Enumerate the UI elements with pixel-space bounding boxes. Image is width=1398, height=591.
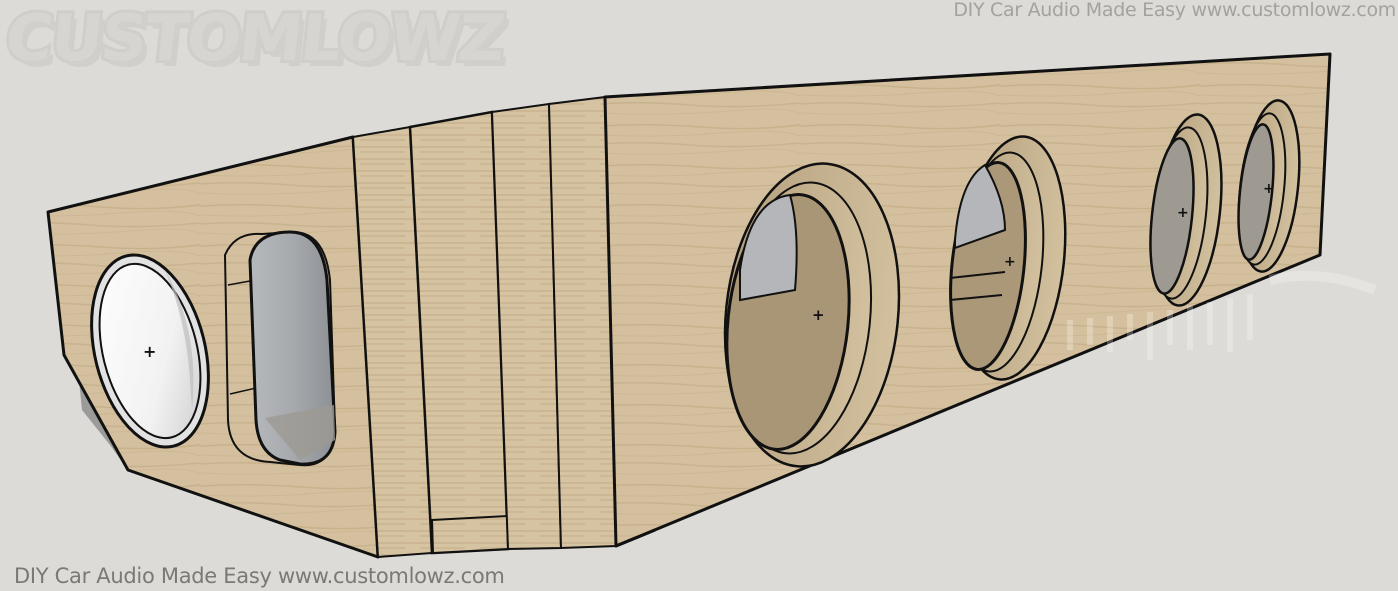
svg-text:+: + bbox=[1004, 254, 1016, 270]
svg-text:+: + bbox=[1177, 205, 1189, 221]
flared-port-2: + bbox=[949, 135, 1067, 381]
flared-port-3: + bbox=[1149, 113, 1223, 307]
music-logo-watermark bbox=[1067, 270, 1377, 360]
tagline-watermark-top: DIY Car Audio Made Easy www.customlowz.c… bbox=[953, 0, 1396, 21]
svg-text:+: + bbox=[812, 306, 825, 324]
side-boards bbox=[351, 95, 618, 559]
svg-text:+: + bbox=[143, 342, 156, 361]
svg-text:+: + bbox=[1263, 181, 1275, 197]
flared-port-1: + bbox=[723, 162, 901, 468]
tagline-watermark-bottom: DIY Car Audio Made Easy www.customlowz.c… bbox=[14, 564, 505, 588]
speaker-cutout: + bbox=[90, 253, 210, 449]
slot-port bbox=[223, 230, 337, 467]
flared-port-4: + bbox=[1237, 99, 1301, 273]
